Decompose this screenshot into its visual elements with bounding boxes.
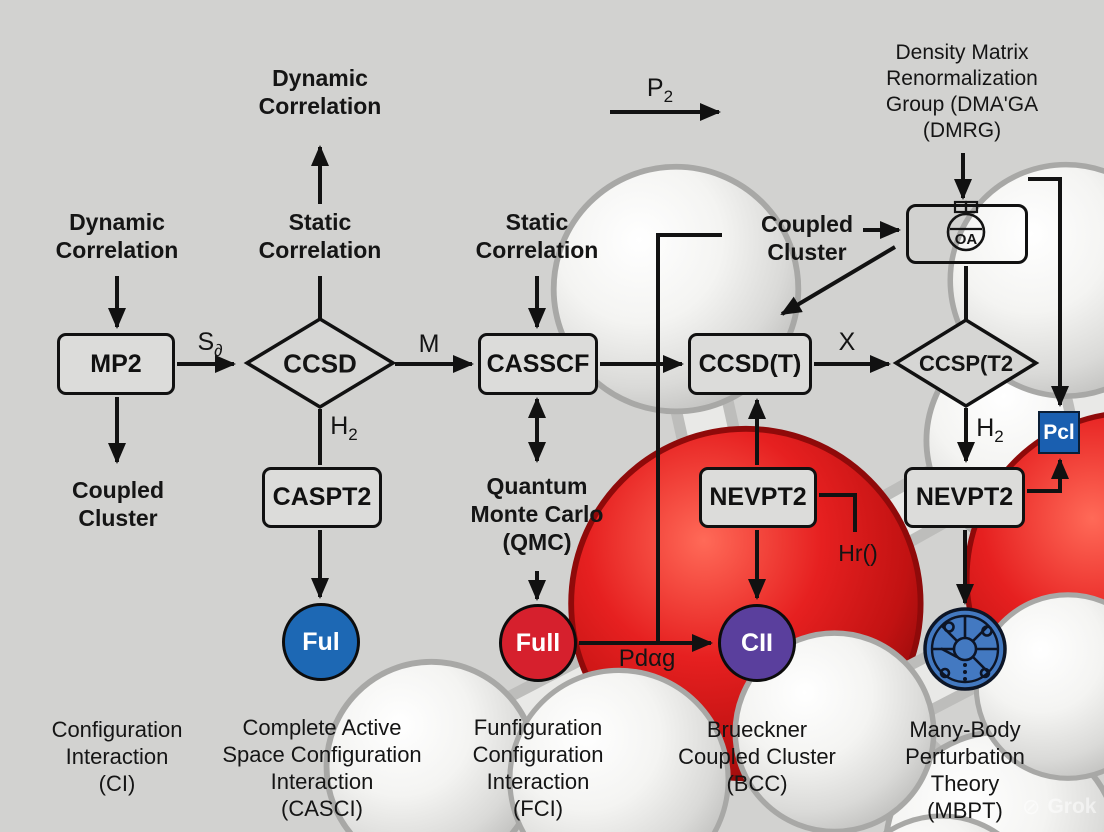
dmrg-label: Density Matrix Renormalization Group (DM…	[885, 41, 1039, 142]
caption-casci: Complete Active Space Configuration Inte…	[222, 715, 422, 821]
edge-label-hr: Hr()	[838, 540, 878, 566]
oa-badge-node	[906, 204, 1028, 264]
ccspt2-diamond-shape	[892, 317, 1040, 409]
edge-label-h2-mid: H2	[330, 412, 358, 444]
nevpt2-right-node: NEVPT2	[904, 467, 1025, 528]
caption-ci: Configuration Interaction (CI)	[51, 717, 183, 796]
caption-mbpt: Many-Body Perturbation Theory (MBPT)	[905, 717, 1025, 823]
edge-label-x: X	[838, 328, 856, 356]
qmc-label: Quantum Monte Carlo (QMC)	[470, 473, 604, 555]
grok-watermark-text: Grok	[1047, 795, 1097, 818]
static-correlation-right-label: Static Correlation	[475, 209, 599, 263]
cii-circle-node: CII	[718, 604, 796, 682]
line-vertical-trunk	[656, 233, 722, 643]
ccspt2-diamond-label: CCSP(T2	[918, 351, 1014, 376]
arrow-nevpt2-to-pcl	[1027, 458, 1069, 493]
network-sphere-icon	[923, 607, 1007, 691]
ccsdt-node: CCSD(T)	[688, 333, 812, 395]
caption-bcc: Brueckner Coupled Cluster (BCC)	[678, 717, 836, 796]
edge-label-pdag: Pdαg	[618, 645, 676, 672]
ccsd-diamond-label: CCSD	[283, 348, 357, 379]
edge-label-h2-right: H2	[976, 414, 1004, 446]
ful-circle-node: Ful	[282, 603, 360, 681]
mp2-node: MP2	[57, 333, 175, 395]
arrow-coupled-cluster-to-ccsdt	[780, 245, 897, 316]
grok-logo-icon: ⊘	[1022, 794, 1041, 819]
coupled-cluster-right-label: Coupled Cluster	[761, 211, 853, 265]
static-correlation-mid-label: Static Correlation	[258, 209, 382, 263]
arrow-trunk-to-pcl	[1028, 177, 1069, 407]
line-nevpt2-hook	[819, 493, 857, 532]
edge-label-p2: P2	[646, 74, 674, 106]
edge-label-m: M	[418, 330, 440, 358]
nevpt2-left-node: NEVPT2	[699, 467, 817, 528]
grok-watermark: ⊘ Grok	[1022, 794, 1096, 820]
svg-text:OA: OA	[955, 231, 978, 248]
oa-badge-icon: OA	[946, 200, 986, 252]
edge-label-s: S∂	[197, 328, 223, 360]
casscf-node: CASSCF	[478, 333, 598, 395]
dynamic-correlation-top-label: Dynamic Correlation	[258, 65, 382, 119]
caption-fci: Funfiguration Configuration Interaction …	[472, 715, 604, 821]
dynamic-correlation-left-label: Dynamic Correlation	[55, 209, 179, 263]
full-circle-node: Full	[499, 604, 577, 682]
pcl-node: Pcl	[1038, 411, 1080, 454]
coupled-cluster-left-label: Coupled Cluster	[72, 477, 164, 531]
caspt2-node: CASPT2	[262, 467, 382, 528]
ccsd-diamond-shape	[243, 316, 397, 410]
